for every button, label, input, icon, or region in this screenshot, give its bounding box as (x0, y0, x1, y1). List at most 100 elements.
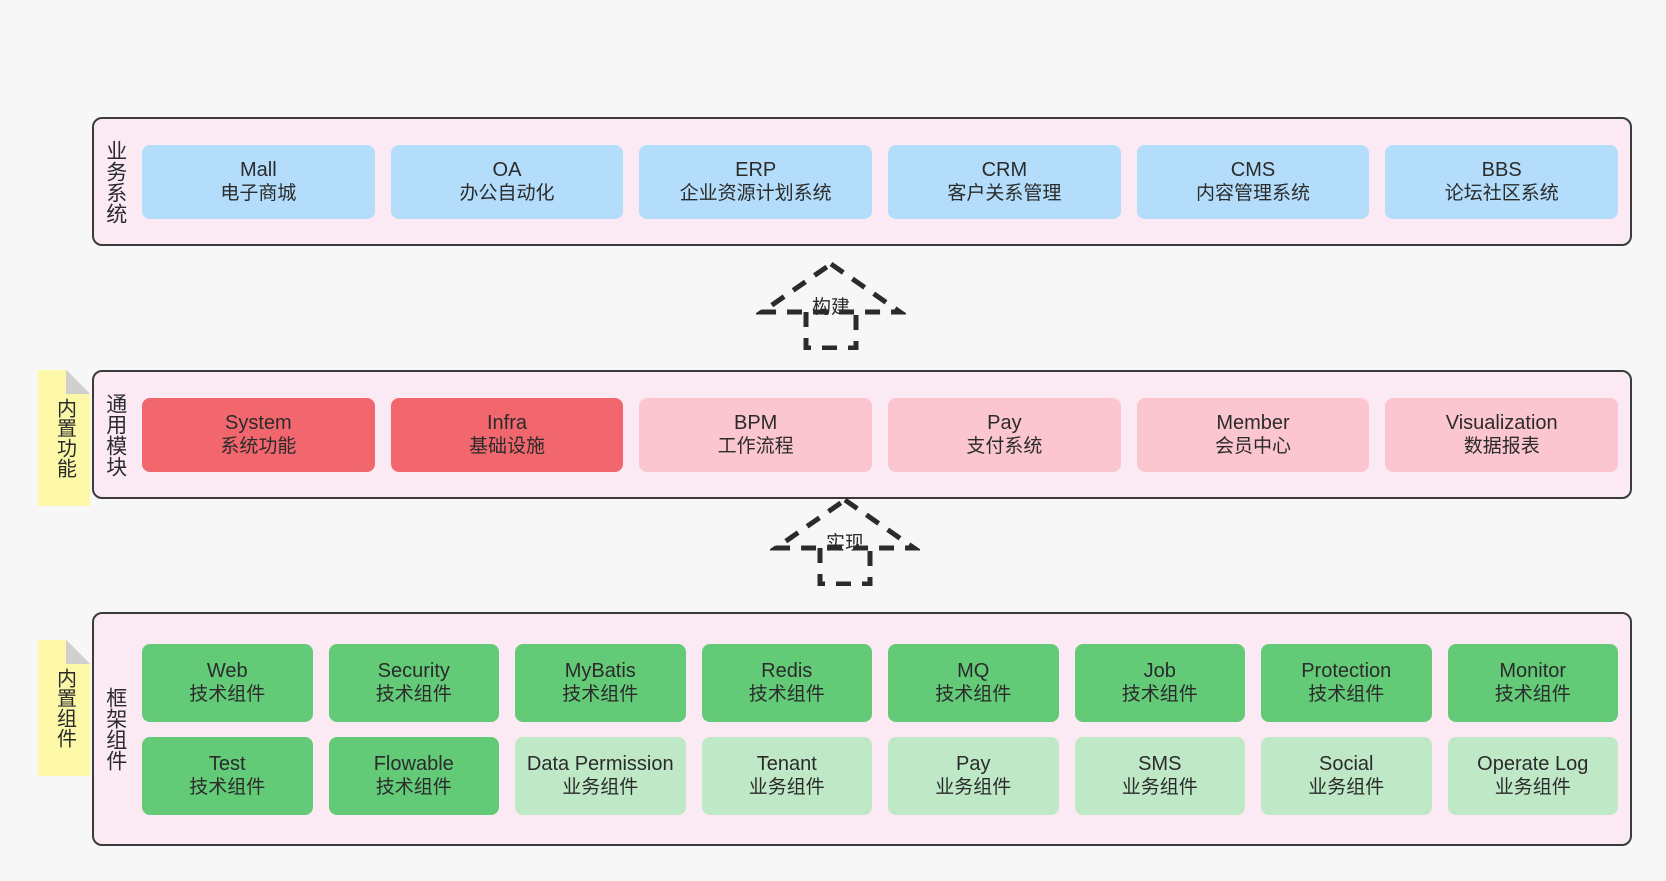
card-title: Visualization (1445, 411, 1558, 434)
card-title: BPM (734, 411, 778, 434)
card-row: Web 技术组件 Security 技术组件 MyBatis 技术组件 Redi… (142, 643, 1618, 722)
layer-title-modules: 通用模块 (103, 392, 127, 477)
card-title: Monitor (1499, 659, 1567, 682)
card-title: Redis (761, 659, 813, 682)
card-title: SMS (1138, 752, 1182, 775)
card-web[interactable]: Web 技术组件 (142, 643, 313, 722)
card-security[interactable]: Security 技术组件 (328, 643, 499, 722)
connector-label: 实现 (825, 533, 865, 554)
card-title: MQ (957, 659, 990, 682)
card-subtitle: 技术组件 (562, 684, 639, 706)
card-job[interactable]: Job 技术组件 (1074, 643, 1245, 722)
card-pay-biz[interactable]: Pay 业务组件 (888, 736, 1059, 815)
card-title: Data Permission (526, 752, 674, 775)
card-mq[interactable]: MQ 技术组件 (888, 643, 1059, 722)
card-erp[interactable]: ERP 企业资源计划系统 (639, 144, 873, 219)
card-subtitle: 业务组件 (1494, 777, 1571, 799)
card-mall[interactable]: Mall 电子商城 (142, 144, 375, 219)
card-subtitle: 支付系统 (966, 436, 1043, 458)
layer-business-systems: 业务系统 Mall 电子商城 OA 办公自动化 ERP 企业资源计划系统 CRM… (92, 117, 1632, 246)
card-subtitle: 数据报表 (1463, 436, 1540, 458)
card-subtitle: 技术组件 (935, 684, 1012, 706)
card-title: CMS (1230, 158, 1276, 181)
card-title: Pay (987, 411, 1022, 434)
card-test[interactable]: Test 技术组件 (142, 736, 313, 815)
generalization-arrow-icon (756, 260, 906, 350)
note-builtin-function: 内置功能 (38, 370, 90, 506)
layer-framework-components: 框架组件 Web 技术组件 Security 技术组件 MyBatis 技术组件… (92, 612, 1632, 846)
card-data-permission[interactable]: Data Permission 业务组件 (515, 736, 686, 815)
card-title: Pay (956, 752, 991, 775)
card-subtitle: 业务组件 (1121, 777, 1198, 799)
connector-label: 构建 (811, 297, 851, 318)
note-builtin-component: 内置组件 (38, 640, 90, 776)
card-subtitle: 业务组件 (935, 777, 1012, 799)
card-cms[interactable]: CMS 内容管理系统 (1136, 144, 1370, 219)
layer-title-framework: 框架组件 (103, 687, 127, 771)
card-subtitle: 系统功能 (220, 436, 297, 458)
card-subtitle: 技术组件 (1308, 684, 1385, 706)
card-title: Operate Log (1477, 752, 1589, 775)
card-title: Web (206, 659, 248, 682)
card-subtitle: 业务组件 (1308, 777, 1385, 799)
card-tenant[interactable]: Tenant 业务组件 (701, 736, 872, 815)
layer-common-modules: 通用模块 System 系统功能 Infra 基础设施 BPM 工作流程 Pay… (92, 370, 1632, 499)
card-subtitle: 技术组件 (1494, 684, 1571, 706)
card-pay[interactable]: Pay 支付系统 (888, 397, 1121, 472)
card-flowable[interactable]: Flowable 技术组件 (328, 736, 499, 815)
card-subtitle: 电子商城 (220, 183, 297, 205)
card-protection[interactable]: Protection 技术组件 (1261, 643, 1432, 722)
card-operate-log[interactable]: Operate Log 业务组件 (1447, 736, 1618, 815)
card-title: Social (1319, 752, 1374, 775)
card-subtitle: 客户关系管理 (947, 183, 1062, 205)
connector-implement: 实现 (770, 494, 920, 586)
card-bbs[interactable]: BBS 论坛社区系统 (1385, 144, 1619, 219)
card-title: MyBatis (564, 659, 636, 682)
card-subtitle: 论坛社区系统 (1444, 183, 1559, 205)
card-crm[interactable]: CRM 客户关系管理 (888, 144, 1121, 219)
generalization-arrow-icon (770, 496, 920, 586)
card-subtitle: 技术组件 (189, 777, 266, 799)
card-subtitle: 企业资源计划系统 (679, 183, 832, 205)
card-subtitle: 技术组件 (748, 684, 825, 706)
card-title: Tenant (756, 752, 817, 775)
card-subtitle: 基础设施 (469, 436, 546, 458)
card-subtitle: 工作流程 (717, 436, 794, 458)
note-label: 内置功能 (53, 398, 76, 478)
card-title: Infra (486, 411, 528, 434)
layer-body-framework: Web 技术组件 Security 技术组件 MyBatis 技术组件 Redi… (136, 614, 1630, 844)
card-infra[interactable]: Infra 基础设施 (390, 397, 624, 472)
card-bpm[interactable]: BPM 工作流程 (639, 397, 873, 472)
card-monitor[interactable]: Monitor 技术组件 (1447, 643, 1618, 722)
card-subtitle: 业务组件 (562, 777, 639, 799)
card-oa[interactable]: OA 办公自动化 (390, 144, 624, 219)
layer-title-business: 业务系统 (103, 139, 127, 224)
layer-body-modules: System 系统功能 Infra 基础设施 BPM 工作流程 Pay 支付系统… (136, 372, 1630, 497)
card-title: Mall (240, 158, 277, 181)
card-row: Mall 电子商城 OA 办公自动化 ERP 企业资源计划系统 CRM 客户关系… (142, 144, 1619, 219)
card-row: System 系统功能 Infra 基础设施 BPM 工作流程 Pay 支付系统… (142, 397, 1619, 472)
card-title: CRM (981, 158, 1028, 181)
card-title: Security (377, 659, 450, 682)
card-title: Member (1216, 411, 1290, 434)
card-visualization[interactable]: Visualization 数据报表 (1385, 397, 1619, 472)
card-redis[interactable]: Redis 技术组件 (701, 643, 872, 722)
card-sms[interactable]: SMS 业务组件 (1074, 736, 1245, 815)
card-member[interactable]: Member 会员中心 (1136, 397, 1370, 472)
card-title: Job (1143, 659, 1176, 682)
card-subtitle: 技术组件 (1121, 684, 1198, 706)
card-mybatis[interactable]: MyBatis 技术组件 (515, 643, 686, 722)
card-subtitle: 业务组件 (748, 777, 825, 799)
card-subtitle: 内容管理系统 (1196, 183, 1311, 205)
card-title: ERP (735, 158, 777, 181)
card-social[interactable]: Social 业务组件 (1261, 736, 1432, 815)
card-title: OA (492, 158, 522, 181)
card-system[interactable]: System 系统功能 (142, 397, 375, 472)
card-subtitle: 技术组件 (189, 684, 266, 706)
connector-build: 构建 (756, 258, 906, 350)
card-title: System (224, 411, 292, 434)
card-title: Protection (1301, 659, 1392, 682)
card-row: Test 技术组件 Flowable 技术组件 Data Permission … (142, 736, 1618, 815)
card-subtitle: 办公自动化 (459, 183, 555, 205)
card-title: Flowable (373, 752, 454, 775)
